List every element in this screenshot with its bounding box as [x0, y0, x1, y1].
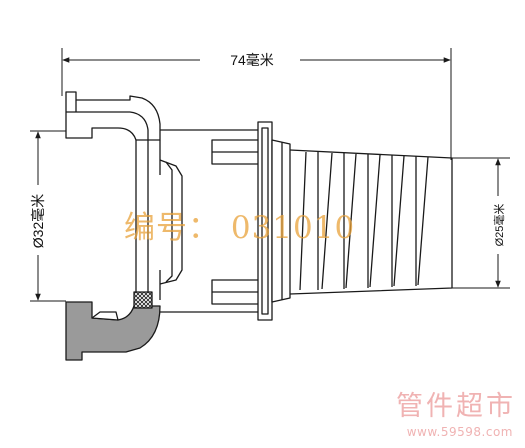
flange-ring-inner: [261, 127, 269, 315]
right-diameter-label: Ø25毫米: [492, 204, 506, 247]
seal-ring: [133, 291, 153, 309]
length-dimension-label: 74毫米: [230, 52, 274, 68]
left-diameter-label: Ø32毫米: [30, 194, 46, 248]
lower-claw-outline: [65, 301, 161, 361]
lower-claw-section: [65, 291, 161, 361]
lower-claw-notch: [91, 311, 119, 321]
right-diameter-dimension: [452, 157, 510, 289]
coupling-body: [135, 140, 161, 300]
coupling-bore: [159, 159, 183, 285]
site-url-watermark: www.59598.com: [407, 425, 513, 439]
hose-barb: [289, 149, 453, 295]
barb-outline: [289, 149, 453, 295]
barb-ribs: [299, 151, 429, 291]
upper-claw-inner: [66, 111, 149, 140]
product-code-watermark: 编号： 031010: [124, 210, 355, 246]
collar-nut: [271, 139, 291, 303]
upper-claw-outline: [65, 91, 161, 141]
length-dimension: [61, 48, 452, 160]
flange-collar: [211, 121, 291, 321]
coupling-head: [65, 91, 258, 313]
coupling-bore-inner: [165, 161, 173, 283]
site-name-watermark: 管件超市: [396, 391, 516, 422]
left-diameter-dimension: [30, 130, 66, 302]
barb-rib-shoulders: [317, 152, 417, 290]
